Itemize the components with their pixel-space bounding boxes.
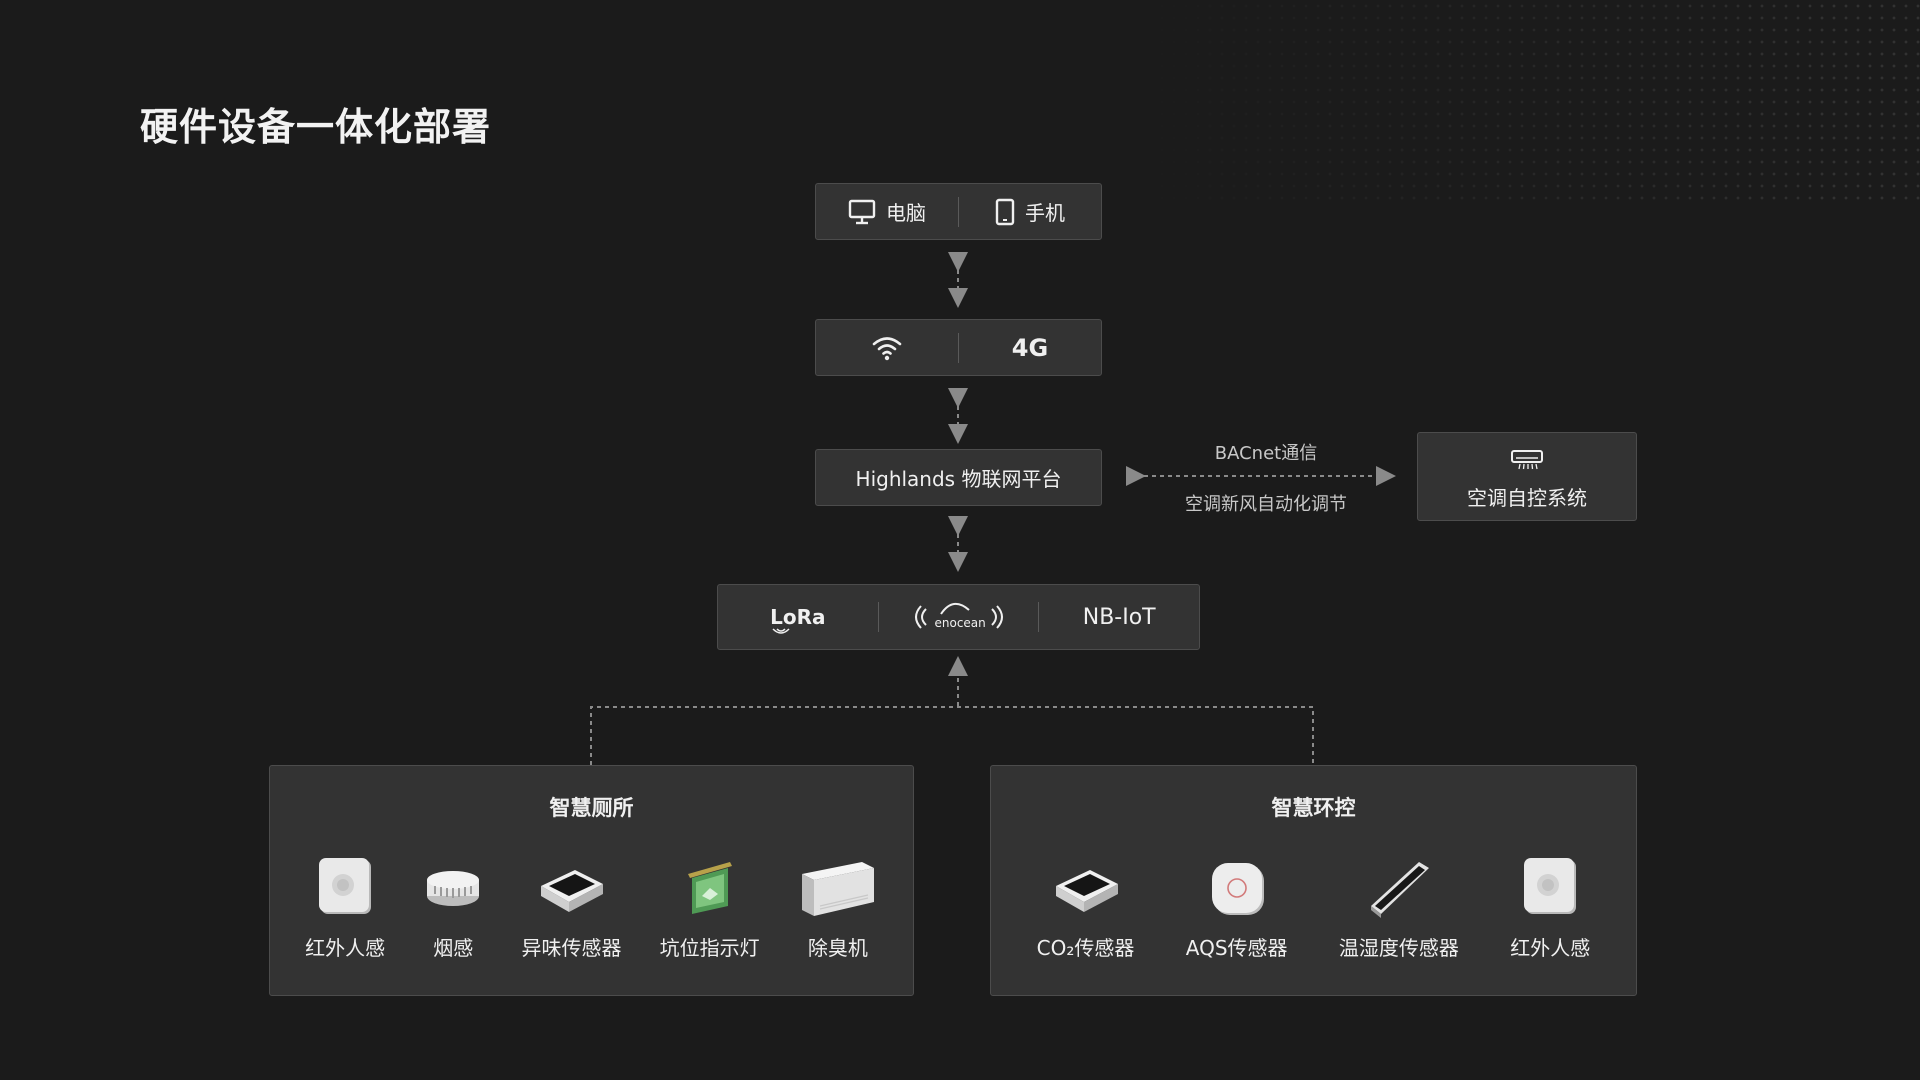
group-title: 智慧厕所	[549, 796, 634, 820]
wifi-icon	[872, 336, 902, 360]
device-infrared-sensor[interactable]: 红外人感	[1510, 856, 1590, 961]
odor-sensor-icon	[541, 870, 604, 912]
hvac-auto-label: 空调新风自动化调节	[1185, 494, 1347, 515]
device-odor-sensor[interactable]: 异味传感器	[521, 856, 621, 961]
cellular-cell: 4G	[1011, 333, 1049, 362]
ac-system-box[interactable]: 空调自控系统	[1417, 432, 1637, 521]
device-stall-indicator[interactable]: 坑位指示灯	[660, 856, 760, 961]
dot-pattern-decoration	[1120, 0, 1920, 200]
smart-env-control-group: 智慧环控 CO₂传感器 AQS传感器 温湿度	[990, 765, 1637, 996]
computer-label: 电脑	[886, 201, 926, 225]
device-thermo-hygro-sensor[interactable]: 温湿度传感器	[1339, 856, 1459, 961]
network-box: 4G	[815, 319, 1102, 376]
device-co2-sensor[interactable]: CO₂传感器	[1037, 856, 1134, 961]
divider	[877, 602, 879, 632]
air-conditioner-icon	[1511, 450, 1543, 470]
device-infrared-sensor[interactable]: 红外人感	[305, 856, 385, 961]
device-smoke-detector[interactable]: 烟感	[423, 856, 483, 961]
lora-logo: LoRa	[770, 605, 826, 634]
divider	[958, 332, 959, 363]
enocean-swoosh-icon	[939, 603, 970, 615]
protocols-box: LoRa enocean	[717, 584, 1200, 650]
phone-client[interactable]: 手机	[959, 197, 1101, 226]
divider	[958, 196, 959, 227]
phone-label: 手机	[1025, 201, 1065, 225]
ac-system-label: 空调自控系统	[1467, 486, 1587, 510]
nbiot-cell: NB-IoT	[1082, 604, 1156, 630]
monitor-icon	[848, 199, 876, 224]
signal-right-icon	[990, 605, 1003, 629]
deodorizer-icon	[801, 862, 874, 916]
device-groups-bracket	[590, 706, 1314, 765]
enocean-cell: enocean	[879, 600, 1039, 634]
page-title: 硬件设备一体化部署	[140, 105, 492, 149]
platform-label: Highlands 物联网平台	[855, 467, 1062, 491]
device-deodorizer[interactable]: 除臭机	[798, 856, 878, 961]
clients-box: 电脑 手机	[815, 183, 1102, 240]
group-title: 智慧环控	[1271, 796, 1356, 820]
bacnet-label: BACnet通信	[1214, 443, 1318, 464]
phone-icon	[995, 198, 1015, 225]
wifi-cell	[816, 335, 958, 361]
enocean-logo: enocean	[931, 600, 987, 634]
device-aqs-sensor[interactable]: AQS传感器	[1186, 856, 1288, 961]
stall-indicator-icon	[687, 862, 732, 914]
thermo-hygro-sensor-icon	[1370, 862, 1429, 918]
lora-cell: LoRa	[718, 605, 878, 634]
signal-left-icon	[914, 605, 927, 629]
infrared-sensor-icon	[319, 858, 372, 914]
co2-sensor-icon	[1055, 870, 1118, 912]
computer-client[interactable]: 电脑	[816, 197, 958, 226]
aqs-sensor-icon	[1211, 863, 1264, 915]
infrared-sensor-icon	[1524, 858, 1577, 914]
lora-wave-icon	[772, 628, 790, 634]
smoke-detector-icon	[427, 871, 480, 906]
smart-toilet-group: 智慧厕所 红外人感 烟感	[269, 765, 914, 996]
iot-platform-box[interactable]: Highlands 物联网平台	[815, 449, 1102, 506]
divider	[1038, 602, 1040, 632]
